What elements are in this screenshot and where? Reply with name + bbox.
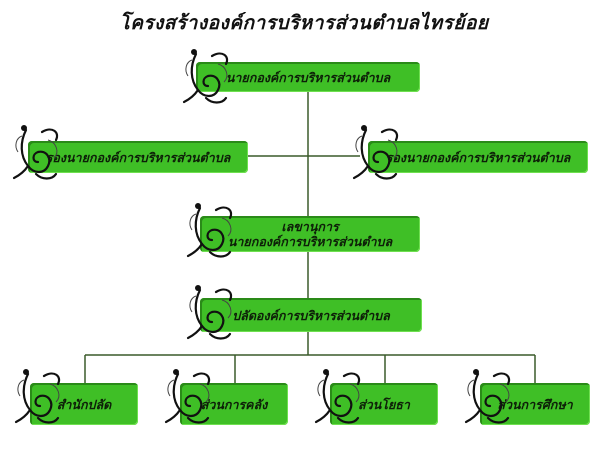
swirl-ornament-icon [186,285,233,340]
chief-box: นายกองค์การบริหารส่วนตำบล [196,62,420,92]
swirl-ornament-icon [352,125,399,180]
secretary-box: เลขานุการ นายกองค์การบริหารส่วนตำบล [200,216,420,252]
dept4-label: ส่วนการศึกษา [497,396,573,412]
dept1-box: สำนักปลัด [30,383,138,425]
swirl-ornament-icon [164,369,211,424]
swirl-ornament-icon [12,125,59,180]
dept4-box: ส่วนการศึกษา [480,383,590,425]
dept2-label: ส่วนการคลัง [200,396,268,412]
dept1-label: สำนักปลัด [56,396,112,412]
secretary-label-line1: เลขานุการ [281,219,339,234]
chart-title: โครงสร้างองค์การบริหารส่วนตำบลไทรย้อย [119,12,489,34]
dept3-label: ส่วนโยธา [358,396,410,412]
secretary-label-line2: นายกองค์การบริหารส่วนตำบล [227,234,393,249]
dept2-box: ส่วนการคลัง [180,383,288,425]
secretary-label: เลขานุการ นายกองค์การบริหารส่วนตำบล [222,219,398,249]
deputy-left-box: รองนายกองค์การบริหารส่วนตำบล [28,141,248,173]
swirl-ornament-icon [182,49,229,104]
dept3-box: ส่วนโยธา [330,383,438,425]
chief-label: นายกองค์การบริหารส่วนตำบล [225,69,391,85]
deputy-right-box: รองนายกองค์การบริหารส่วนตำบล [368,141,588,173]
clerk-box: ปลัดองค์การบริหารส่วนตำบล [200,298,422,332]
deputy-right-label: รองนายกองค์การบริหารส่วนตำบล [385,149,571,165]
swirl-ornament-icon [314,369,361,424]
swirl-ornament-icon [14,369,61,424]
clerk-label: ปลัดองค์การบริหารส่วนตำบล [232,307,390,323]
deputy-left-label: รองนายกองค์การบริหารส่วนตำบล [45,149,231,165]
swirl-ornament-icon [464,369,511,424]
swirl-ornament-icon [186,203,233,258]
